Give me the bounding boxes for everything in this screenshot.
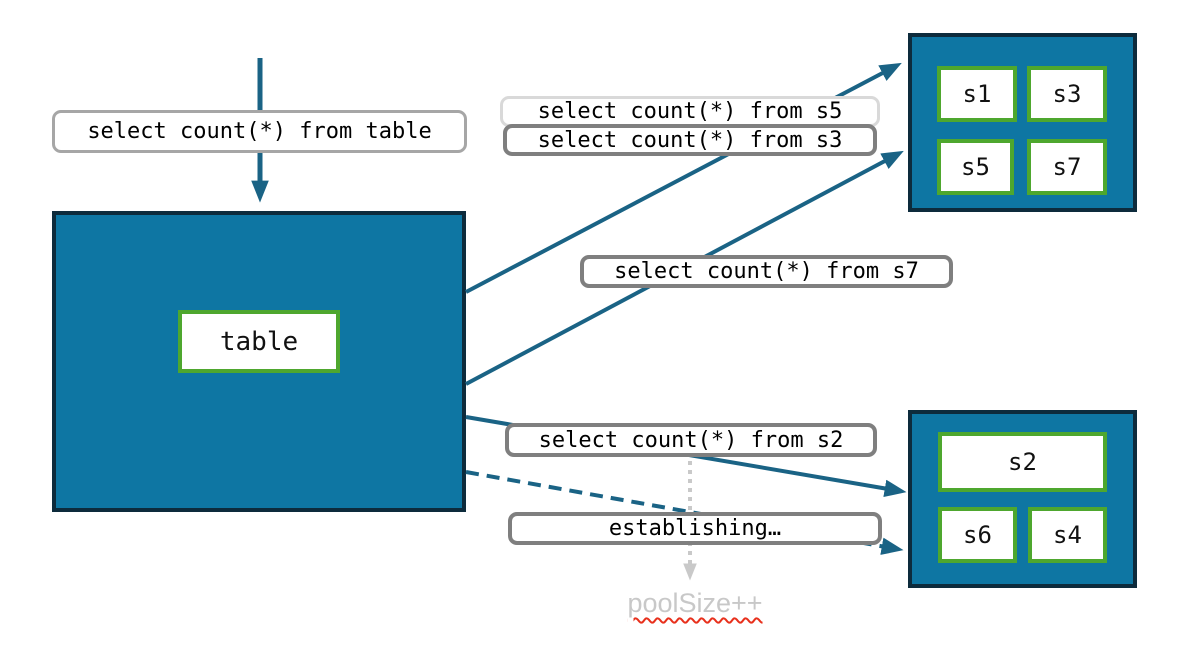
shard-label-s7: s7 <box>1052 153 1082 181</box>
shard-cell-s5: s5 <box>937 139 1014 195</box>
table-node-label: table <box>219 326 299 357</box>
shard-label-s5: s5 <box>961 153 990 181</box>
query-label-s7-text: select count(*) from s7 <box>614 259 919 284</box>
shard-cell-s1: s1 <box>937 66 1017 122</box>
shard-label-s6: s6 <box>963 521 992 549</box>
shard-cell-s3: s3 <box>1027 66 1107 122</box>
shard-label-s4: s4 <box>1053 521 1082 549</box>
query-label-s7: select count(*) from s7 <box>580 255 953 288</box>
query-label-s2: select count(*) from s2 <box>505 423 877 457</box>
pool-size-text: poolSize++ <box>610 588 780 619</box>
query-label-s2-text: select count(*) from s2 <box>538 427 844 453</box>
query-label-s5: select count(*) from s5 <box>500 96 880 127</box>
shard-cell-s6: s6 <box>938 507 1017 563</box>
shard-label-s2: s2 <box>1008 448 1037 476</box>
query-label-s3-text: select count(*) from s3 <box>537 127 843 153</box>
query-label-table: select count(*) from table <box>52 110 467 153</box>
table-node-label-box: table <box>178 310 340 373</box>
shard-cell-s2: s2 <box>938 432 1107 492</box>
query-label-s3: select count(*) from s3 <box>503 124 877 156</box>
query-label-table-text: select count(*) from table <box>87 119 432 144</box>
query-label-s5-text: select count(*) from s5 <box>537 99 843 124</box>
shard-cell-s4: s4 <box>1028 507 1107 563</box>
shard-label-s1: s1 <box>962 80 992 108</box>
pool-size-text-value: poolSize++ <box>627 588 763 618</box>
shard-cell-s7: s7 <box>1027 139 1107 195</box>
shard-label-s3: s3 <box>1052 80 1082 108</box>
status-label-establishing-text: establishing… <box>608 516 782 541</box>
status-label-establishing: establishing… <box>508 512 882 545</box>
